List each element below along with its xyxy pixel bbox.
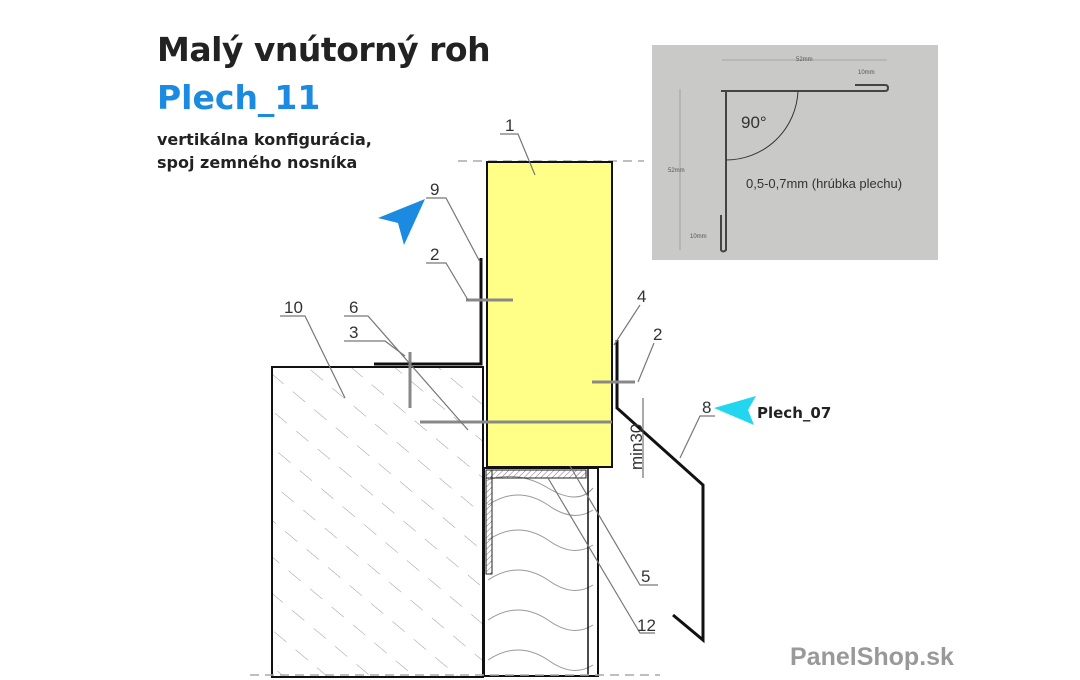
- callout-10: 10: [284, 298, 303, 317]
- product-name: Plech_11: [157, 78, 321, 117]
- callout-2-right: 2: [653, 325, 662, 344]
- logo-suffix: .sk: [919, 643, 954, 671]
- logo-wordmark: PanelShop.sk: [790, 643, 954, 671]
- callout-8: 8: [702, 398, 711, 417]
- angle-label: 90°: [741, 113, 767, 132]
- screws: [408, 298, 635, 408]
- min-gap-label: min30: [627, 424, 646, 470]
- callout-9: 9: [430, 180, 439, 199]
- sandwich-panel: [420, 160, 644, 468]
- profile-inset: 52mm 10mm 52mm 10mm 90° 0,5-0,7mm (hrúbk…: [652, 45, 938, 260]
- dim-height: 52mm: [668, 168, 685, 174]
- description-line-1: vertikálna konfigurácia,: [157, 130, 372, 149]
- dim-width: 52mm: [796, 57, 813, 63]
- dim-bottom-fold: 10mm: [690, 234, 707, 240]
- insulation: [483, 467, 599, 677]
- concrete-foundation: [271, 366, 484, 678]
- callout-3: 3: [349, 323, 358, 342]
- callout-leaders: [280, 133, 715, 634]
- thickness-label: 0,5-0,7mm (hrúbka plechu): [746, 176, 902, 191]
- pointer-arrow-blue-icon: [378, 199, 425, 245]
- flashing-plech-11: [374, 258, 483, 366]
- related-product-label: Plech_07: [757, 404, 831, 422]
- panelshop-logo: PanelShop.sk: [790, 643, 954, 671]
- dim-top-fold: 10mm: [858, 70, 875, 76]
- callout-2-left: 2: [430, 245, 439, 264]
- callout-4: 4: [637, 287, 646, 306]
- callout-1: 1: [505, 116, 514, 135]
- callout-6: 6: [349, 298, 358, 317]
- callout-12: 12: [637, 616, 656, 635]
- page-title: Malý vnútorný roh: [157, 30, 491, 69]
- pointer-arrow-cyan-icon: [714, 396, 756, 425]
- logo-text: PanelShop: [790, 643, 919, 671]
- callout-5: 5: [641, 567, 650, 586]
- description: vertikálna konfigurácia, spoj zemného no…: [157, 128, 372, 174]
- flashing-plech-07: [615, 340, 705, 644]
- description-line-2: spoj zemného nosníka: [157, 153, 358, 172]
